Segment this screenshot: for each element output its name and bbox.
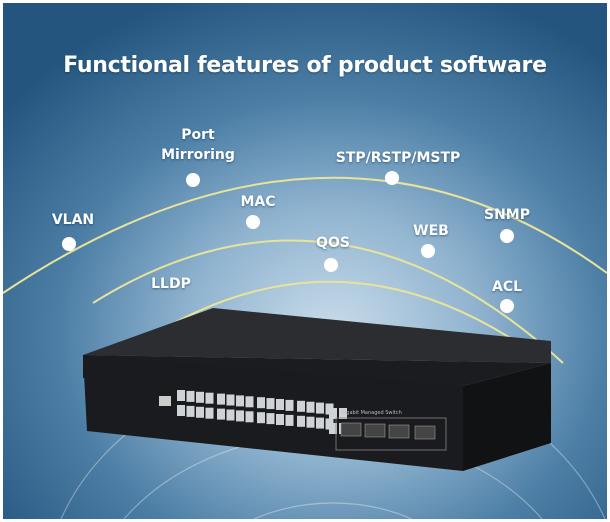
ethernet-port <box>285 414 294 426</box>
ethernet-port <box>257 397 265 409</box>
vlan-dot <box>62 237 76 251</box>
ethernet-port <box>297 415 305 427</box>
feature-web: WEB <box>413 223 449 239</box>
ethernet-port <box>196 391 204 403</box>
mac-dot <box>246 215 260 229</box>
ethernet-port <box>266 413 275 425</box>
feature-port-mirroring: Port Mirroring <box>161 127 235 163</box>
outer-arc <box>3 176 607 294</box>
ethernet-port <box>226 394 235 406</box>
feature-stp: STP/RSTP/MSTP <box>335 150 461 166</box>
combo-port <box>329 408 337 419</box>
ethernet-port <box>177 405 185 416</box>
ethernet-port <box>196 406 204 418</box>
ethernet-port <box>186 390 195 402</box>
ethernet-port <box>236 410 244 422</box>
ethernet-port <box>186 405 195 417</box>
ethernet-port <box>245 411 254 423</box>
feature-lldp: LLDP <box>151 276 191 292</box>
ethernet-port <box>205 407 214 419</box>
page-title: Functional features of product software <box>63 53 547 78</box>
ethernet-port <box>316 402 324 414</box>
inner-arc <box>132 280 534 354</box>
ethernet-port <box>226 409 235 421</box>
ethernet-port <box>257 412 265 424</box>
stp-dot <box>385 171 399 185</box>
device-label: Gigabit Managed Switch <box>341 410 402 416</box>
ethernet-port <box>245 396 254 408</box>
qos-dot <box>324 258 338 272</box>
feature-acl: ACL <box>491 279 523 295</box>
ethernet-port <box>297 400 305 412</box>
ring <box>253 502 413 519</box>
port-mirroring-dot <box>186 173 200 187</box>
ethernet-port <box>217 393 225 405</box>
ethernet-port <box>276 399 284 410</box>
snmp-dot <box>500 229 514 243</box>
acl-dot <box>500 299 514 313</box>
ethernet-port <box>266 398 275 410</box>
ethernet-port <box>205 392 214 404</box>
ethernet-port <box>306 416 315 428</box>
web-dot <box>421 244 435 258</box>
ethernet-port <box>285 399 294 411</box>
feature-snmp: SNMP <box>484 207 530 223</box>
ethernet-port <box>316 417 324 429</box>
feature-mac: MAC <box>240 194 276 210</box>
ethernet-port <box>217 408 225 420</box>
network-switch: Gigabit Managed Switch <box>83 308 551 471</box>
ethernet-port <box>276 414 284 425</box>
middle-arc <box>92 239 564 364</box>
product-infographic: Gigabit Managed Switch Functional featur… <box>3 3 607 519</box>
feature-arcs: Gigabit Managed Switch <box>3 171 607 519</box>
combo-port <box>329 423 337 434</box>
ethernet-port <box>177 390 185 401</box>
feature-vlan: VLAN <box>51 212 95 228</box>
ethernet-port <box>236 395 244 407</box>
feature-qos: QOS <box>316 235 350 251</box>
combo-port <box>339 408 347 419</box>
ethernet-port <box>306 401 315 413</box>
